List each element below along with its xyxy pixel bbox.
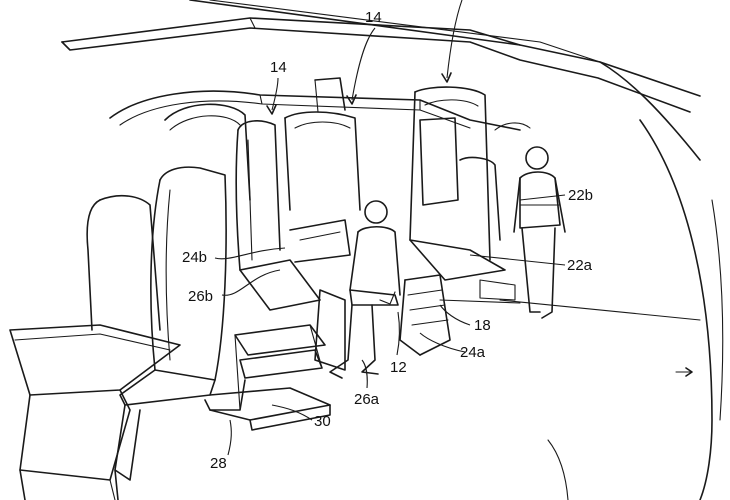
reference-numerals: 14 14 22b 22a 24b 26b 18 24a 12 26a 30 2…: [182, 9, 593, 472]
label-28: 28: [210, 455, 227, 472]
standing-passenger: [513, 146, 566, 319]
seated-passenger: [314, 200, 401, 379]
label-14-left: 14: [270, 59, 287, 76]
upper-tier-seats: [164, 77, 361, 211]
leader-lines: [214, 0, 566, 456]
label-24a: 24a: [460, 344, 486, 361]
label-18: 18: [474, 317, 491, 334]
cabin-ceiling: [61, 0, 701, 161]
label-22a: 22a: [567, 257, 593, 274]
lower-seat-left: [9, 194, 181, 500]
label-22b: 22b: [568, 187, 593, 204]
label-12: 12: [390, 359, 407, 376]
label-14-top: 14: [365, 9, 382, 26]
cabin-wall: [547, 119, 724, 500]
lower-seat-with-stair: [399, 274, 451, 356]
two-tier-seat-main: [114, 120, 351, 500]
label-26b: 26b: [188, 288, 213, 305]
cabin-floor: [439, 299, 701, 321]
arrowheads: [266, 72, 693, 377]
label-26a: 26a: [354, 391, 380, 408]
step-structure: [204, 324, 331, 431]
overhead-bins: [109, 90, 521, 131]
rear-seat-group: [409, 86, 531, 301]
label-24b: 24b: [182, 249, 207, 266]
label-30: 30: [314, 413, 331, 430]
